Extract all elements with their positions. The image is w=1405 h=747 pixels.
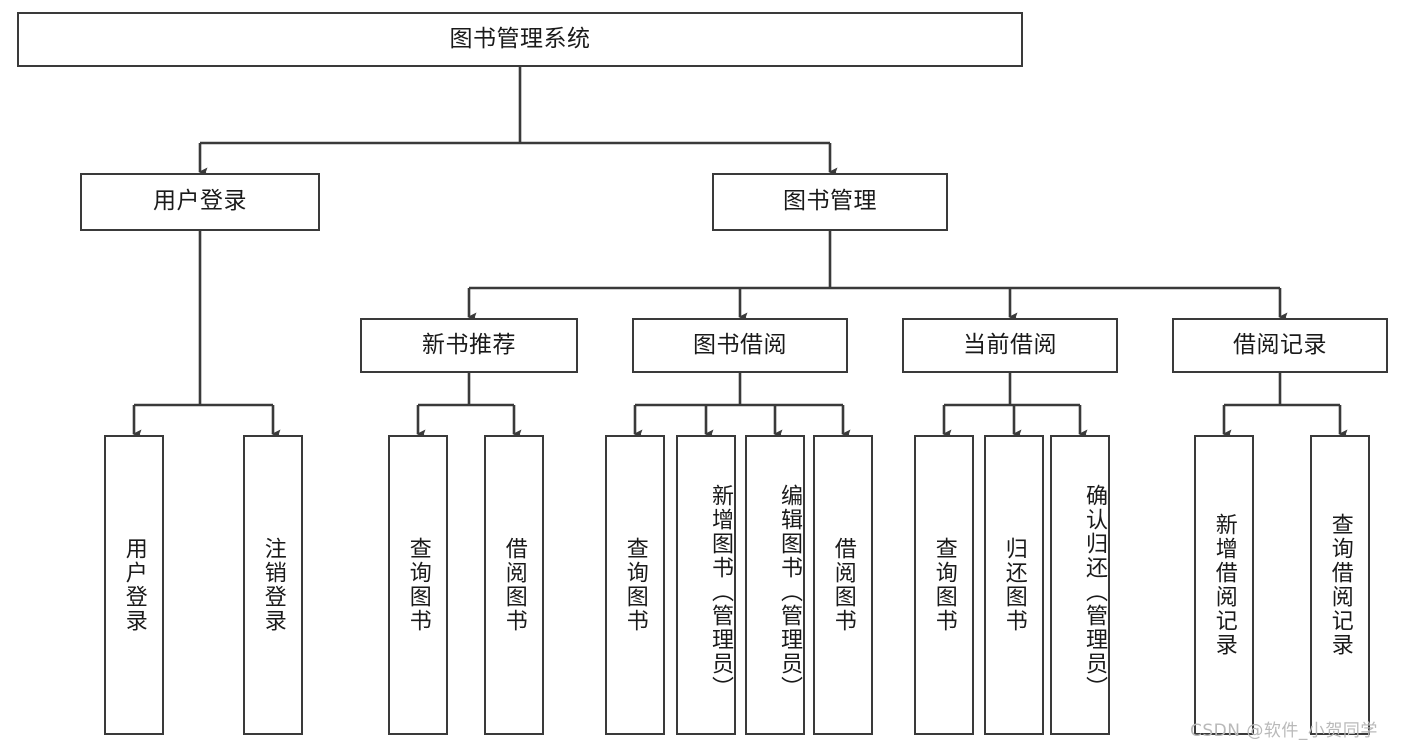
node-label: 图书管理系统 xyxy=(449,25,591,52)
node-label: 查询借阅记录 xyxy=(1327,513,1353,657)
node-label: 归还图书 xyxy=(1001,537,1027,633)
node-label: 新增图书（管理员） xyxy=(708,484,733,700)
leaf-user-logout[interactable]: 注销登录 xyxy=(243,435,303,735)
node-label: 查询图书 xyxy=(622,537,648,633)
leaf-borrow-book[interactable]: 借阅图书 xyxy=(813,435,873,735)
node-label: 用户登录 xyxy=(121,537,147,633)
node-user-login[interactable]: 用户登录 xyxy=(80,173,320,231)
leaf-query-book-current[interactable]: 查询图书 xyxy=(914,435,974,735)
leaf-query-book-borrow[interactable]: 查询图书 xyxy=(605,435,665,735)
node-borrow-record[interactable]: 借阅记录 xyxy=(1172,318,1388,373)
node-label: 注销登录 xyxy=(260,537,286,633)
node-label: 借阅图书 xyxy=(830,537,856,633)
leaf-confirm-return-admin[interactable]: 确认归还（管理员） xyxy=(1050,435,1110,735)
leaf-add-borrow-record[interactable]: 新增借阅记录 xyxy=(1194,435,1254,735)
node-book-manage[interactable]: 图书管理 xyxy=(712,173,948,231)
node-label: 查询图书 xyxy=(931,537,957,633)
node-label: 用户登录 xyxy=(153,188,247,215)
node-label: 图书借阅 xyxy=(693,331,787,358)
node-label: 查询图书 xyxy=(405,537,431,633)
node-label: 借阅记录 xyxy=(1233,331,1327,358)
leaf-query-borrow-record[interactable]: 查询借阅记录 xyxy=(1310,435,1370,735)
node-label: 新书推荐 xyxy=(422,331,516,358)
leaf-borrow-book-recommend[interactable]: 借阅图书 xyxy=(484,435,544,735)
node-book-borrow[interactable]: 图书借阅 xyxy=(632,318,848,373)
node-label: 当前借阅 xyxy=(963,331,1057,358)
node-label: 新增借阅记录 xyxy=(1211,513,1237,657)
node-label: 图书管理 xyxy=(783,188,877,215)
leaf-edit-book-admin[interactable]: 编辑图书（管理员） xyxy=(745,435,805,735)
leaf-return-book[interactable]: 归还图书 xyxy=(984,435,1044,735)
node-label: 编辑图书（管理员） xyxy=(777,484,802,700)
leaf-user-login[interactable]: 用户登录 xyxy=(104,435,164,735)
node-new-book-recommend[interactable]: 新书推荐 xyxy=(360,318,578,373)
leaf-query-book-recommend[interactable]: 查询图书 xyxy=(388,435,448,735)
node-label: 确认归还（管理员） xyxy=(1082,484,1107,700)
leaf-add-book-admin[interactable]: 新增图书（管理员） xyxy=(676,435,736,735)
node-root[interactable]: 图书管理系统 xyxy=(17,12,1023,67)
node-label: 借阅图书 xyxy=(501,537,527,633)
node-current-borrow[interactable]: 当前借阅 xyxy=(902,318,1118,373)
csdn-watermark: CSDN @软件_小贺同学 xyxy=(1190,721,1378,741)
